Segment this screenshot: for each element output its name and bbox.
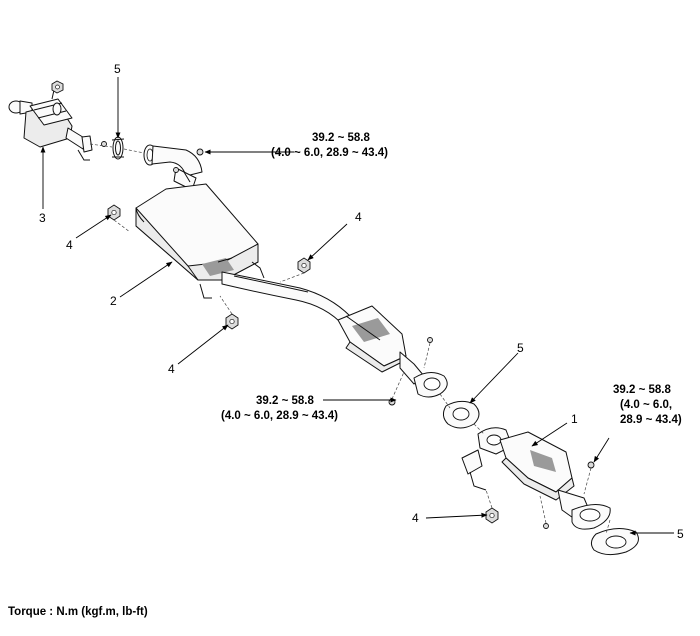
torque-right-units-1: (4.0 ~ 6.0, (620, 399, 672, 411)
callout-3: 3 (39, 211, 46, 225)
small-nut-top (51, 80, 64, 94)
nut-bottom (485, 507, 499, 524)
callout-4-left-lower: 4 (168, 362, 175, 376)
assembly-dash-lines (89, 143, 611, 535)
torque-upper-value: 39.2 ~ 58.8 (312, 132, 370, 144)
callout-4-left-upper: 4 (66, 238, 73, 252)
nut-center (297, 257, 311, 274)
leader-lines (40, 77, 674, 536)
center-muffler-part (135, 144, 448, 398)
front-pipe-part (461, 427, 611, 530)
nut-left-upper (107, 204, 121, 221)
torque-middle-units: (4.0 ~ 6.0, 28.9 ~ 43.4) (221, 410, 338, 422)
callout-5-top: 5 (114, 62, 121, 76)
nut-left-lower (225, 313, 239, 330)
callout-1: 1 (571, 412, 578, 426)
callout-4-bottom: 4 (412, 511, 419, 525)
callout-5-middle: 5 (517, 341, 524, 355)
torque-units-note: Torque : N.m (kgf.m, lb-ft) (8, 606, 148, 618)
rear-tail-pipe-part (8, 89, 93, 161)
gasket-top (111, 136, 125, 160)
callout-4-center: 4 (355, 210, 362, 224)
gasket-bottom (590, 528, 639, 556)
torque-right-units-2: 28.9 ~ 43.4) (620, 414, 682, 426)
callout-2: 2 (110, 294, 117, 308)
gasket-middle (442, 400, 480, 429)
torque-right-value: 39.2 ~ 58.8 (613, 384, 671, 396)
torque-upper-units: (4.0 ~ 6.0, 28.9 ~ 43.4) (271, 147, 388, 159)
callout-5-bottom: 5 (677, 527, 684, 541)
torque-middle-value: 39.2 ~ 58.8 (256, 395, 314, 407)
